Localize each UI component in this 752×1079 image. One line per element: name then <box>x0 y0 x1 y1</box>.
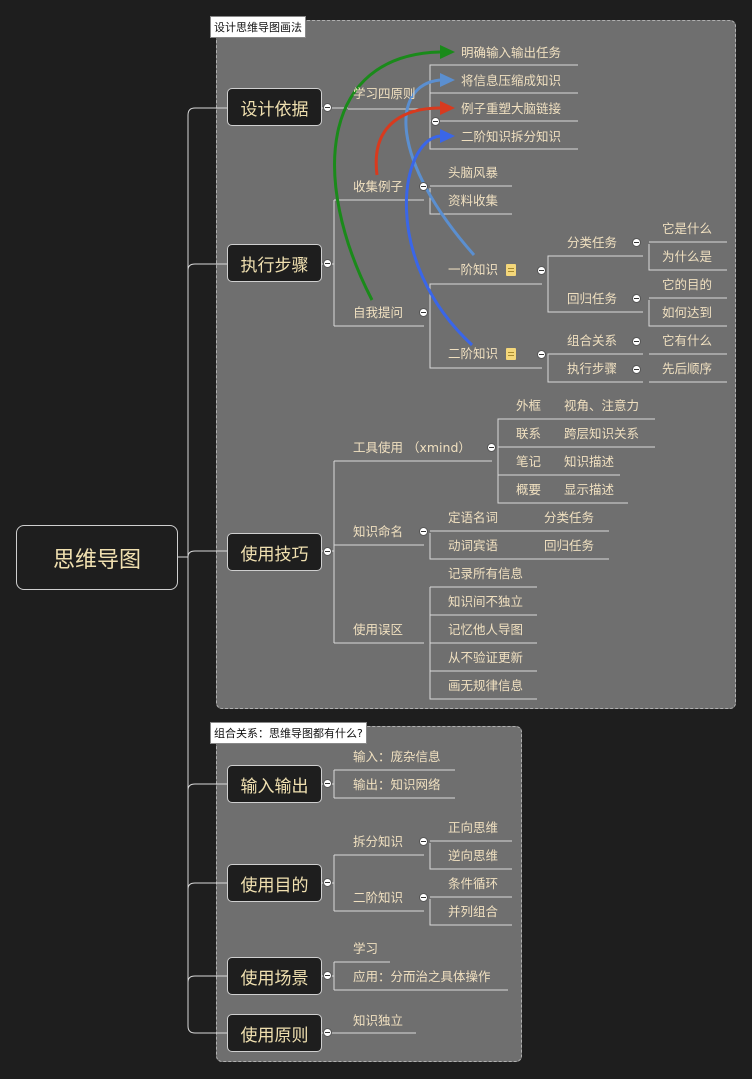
leaf-brainstorm[interactable]: 头脑风暴 <box>448 165 499 180</box>
collapse-toggle-tips[interactable] <box>323 547 332 556</box>
leaf-mistake-1[interactable]: 记录所有信息 <box>448 566 524 581</box>
leaf-input[interactable]: 输入：庞杂信息 <box>353 749 441 764</box>
branch-tips[interactable]: 使用技巧 <box>227 533 322 571</box>
note-icon[interactable] <box>506 348 517 360</box>
topic-regress-task[interactable]: 回归任务 <box>567 291 618 306</box>
leaf-output[interactable]: 输出：知识网络 <box>353 777 441 792</box>
leaf-order[interactable]: 先后顺序 <box>662 361 713 376</box>
leaf-scene-apply[interactable]: 应用：分而治之具体操作 <box>353 969 491 984</box>
topic-exec-steps[interactable]: 执行步骤 <box>567 361 618 376</box>
collapse-toggle-io[interactable] <box>323 779 332 788</box>
leaf-tool-summary-desc[interactable]: 显示描述 <box>564 482 615 497</box>
topic-collect-examples[interactable]: 收集例子 <box>353 179 404 194</box>
leaf-tool-link-desc[interactable]: 跨层知识关系 <box>564 426 640 441</box>
branch-purpose[interactable]: 使用目的 <box>227 864 322 902</box>
collapse-toggle-four-principles[interactable] <box>431 117 440 126</box>
leaf-naming-noun-task[interactable]: 分类任务 <box>544 510 595 525</box>
collapse-toggle-tool[interactable] <box>487 443 496 452</box>
leaf-tool-summary[interactable]: 概要 <box>516 482 542 497</box>
leaf-collect-material[interactable]: 资料收集 <box>448 193 499 208</box>
collapse-toggle-principle[interactable] <box>323 1028 332 1037</box>
leaf-naming-noun[interactable]: 定语名词 <box>448 510 499 525</box>
leaf-condition-loop[interactable]: 条件循环 <box>448 876 499 891</box>
branch-scene[interactable]: 使用场景 <box>227 957 322 995</box>
topic-first-order[interactable]: 一阶知识 <box>448 262 517 278</box>
leaf-what-is-it[interactable]: 它是什么 <box>662 221 713 236</box>
topic-naming[interactable]: 知识命名 <box>353 524 404 539</box>
leaf-forward-thinking[interactable]: 正向思维 <box>448 820 499 835</box>
collapse-toggle-second[interactable] <box>537 350 546 359</box>
leaf-tool-note-desc[interactable]: 知识描述 <box>564 454 615 469</box>
boundary-combine-label: 组合关系：思维导图都有什么? <box>210 722 367 744</box>
leaf-its-purpose[interactable]: 它的目的 <box>662 277 713 292</box>
collapse-toggle-naming[interactable] <box>419 527 428 536</box>
collapse-toggle-classify[interactable] <box>632 238 641 247</box>
leaf-tool-frame-desc[interactable]: 视角、注意力 <box>564 398 640 413</box>
boundary-design-label: 设计思维导图画法 <box>210 16 306 38</box>
note-icon[interactable] <box>506 264 517 276</box>
leaf-principle-1[interactable]: 明确输入输出任务 <box>461 45 562 60</box>
leaf-why-is-it[interactable]: 为什么是 <box>662 249 713 264</box>
collapse-toggle-split[interactable] <box>419 837 428 846</box>
leaf-tool-frame[interactable]: 外框 <box>516 398 542 413</box>
topic-four-principles[interactable]: 学习四原则 <box>353 86 416 101</box>
leaf-principle-3[interactable]: 例子重塑大脑链接 <box>461 101 562 116</box>
topic-split-knowledge[interactable]: 拆分知识 <box>353 834 404 849</box>
collapse-toggle-regress[interactable] <box>632 294 641 303</box>
leaf-parallel-combine[interactable]: 并列组合 <box>448 904 499 919</box>
collapse-toggle-combine[interactable] <box>632 337 641 346</box>
leaf-mistake-2[interactable]: 知识间不独立 <box>448 594 524 609</box>
branch-principle[interactable]: 使用原则 <box>227 1014 322 1052</box>
branch-io[interactable]: 输入输出 <box>227 765 322 803</box>
topic-combine-relation[interactable]: 组合关系 <box>567 333 618 348</box>
root-topic[interactable]: 思维导图 <box>16 525 178 590</box>
collapse-toggle-collect[interactable] <box>419 182 428 191</box>
leaf-how-achieve[interactable]: 如何达到 <box>662 305 713 320</box>
leaf-principle-2[interactable]: 将信息压缩成知识 <box>461 73 562 88</box>
leaf-naming-verb[interactable]: 动词宾语 <box>448 538 499 553</box>
collapse-toggle-scene[interactable] <box>323 971 332 980</box>
collapse-toggle-first[interactable] <box>537 266 546 275</box>
boundary-design <box>216 20 736 709</box>
leaf-mistake-5[interactable]: 画无规律信息 <box>448 678 524 693</box>
topic-self-question[interactable]: 自我提问 <box>353 305 404 320</box>
topic-second-order-purpose[interactable]: 二阶知识 <box>353 890 404 905</box>
topic-second-order[interactable]: 二阶知识 <box>448 346 517 362</box>
leaf-scene-learn[interactable]: 学习 <box>353 941 379 956</box>
leaf-tool-link[interactable]: 联系 <box>516 426 542 441</box>
topic-second-order-label: 二阶知识 <box>448 346 499 361</box>
topic-mistakes[interactable]: 使用误区 <box>353 622 404 637</box>
topic-tool-usage[interactable]: 工具使用 （xmind） <box>353 440 471 455</box>
leaf-naming-verb-task[interactable]: 回归任务 <box>544 538 595 553</box>
topic-first-order-label: 一阶知识 <box>448 262 499 277</box>
collapse-toggle-design[interactable] <box>323 103 332 112</box>
topic-classify-task[interactable]: 分类任务 <box>567 235 618 250</box>
collapse-toggle-ask[interactable] <box>419 308 428 317</box>
collapse-toggle-second-purpose[interactable] <box>419 893 428 902</box>
leaf-mistake-3[interactable]: 记忆他人导图 <box>448 622 524 637</box>
leaf-reverse-thinking[interactable]: 逆向思维 <box>448 848 499 863</box>
branch-design[interactable]: 设计依据 <box>227 88 322 126</box>
leaf-mistake-4[interactable]: 从不验证更新 <box>448 650 524 665</box>
leaf-tool-note[interactable]: 笔记 <box>516 454 542 469</box>
collapse-toggle-exec[interactable] <box>632 365 641 374</box>
leaf-what-has[interactable]: 它有什么 <box>662 333 713 348</box>
collapse-toggle-steps[interactable] <box>323 259 332 268</box>
collapse-toggle-purpose[interactable] <box>323 878 332 887</box>
leaf-principle-independent[interactable]: 知识独立 <box>353 1013 404 1028</box>
branch-steps[interactable]: 执行步骤 <box>227 244 322 282</box>
leaf-principle-4[interactable]: 二阶知识拆分知识 <box>461 129 562 144</box>
